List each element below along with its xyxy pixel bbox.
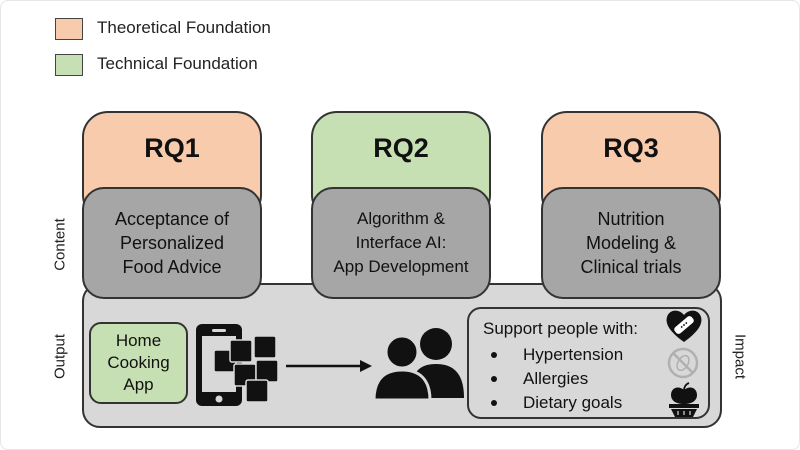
legend-label-theoretical: Theoretical Foundation (97, 18, 271, 37)
arrow-icon (286, 360, 372, 372)
output-side-label: Output (51, 333, 69, 380)
support-item-label: Dietary goals (523, 393, 623, 412)
support-item-label: Hypertension (523, 345, 624, 364)
rq1-content-box: Acceptance of Personalized Food Advice (82, 187, 262, 299)
home-app-line: App (123, 375, 154, 394)
rq2-content-box: Algorithm & Interface AI: App Developmen… (311, 187, 491, 299)
home-cooking-app-box: Home Cooking App (89, 322, 188, 404)
home-app-line: Cooking (107, 353, 170, 372)
rq1-line: Food Advice (122, 257, 222, 277)
list-item: Dietary goals (491, 391, 623, 415)
rq1-line: Acceptance of (114, 209, 230, 229)
legend-label-technical: Technical Foundation (97, 54, 258, 73)
heart-bandage-icon (666, 310, 702, 342)
home-app-line: Home (115, 331, 162, 350)
rq3-line: Nutrition (597, 209, 665, 229)
rq3-title: RQ3 (603, 133, 659, 163)
rq3-line: Modeling & (585, 233, 677, 253)
impact-side-label: Impact (731, 333, 749, 379)
support-list: Hypertension Allergies Dietary goals (491, 343, 623, 415)
bullet-icon (491, 376, 497, 382)
list-item: Allergies (491, 367, 623, 391)
rq2-line: Interface AI: (355, 233, 447, 252)
rq1-title: RQ1 (144, 133, 200, 163)
bullet-icon (491, 352, 497, 358)
legend-swatch-theoretical (55, 18, 83, 40)
rq2-line: Algorithm & (357, 209, 445, 228)
support-item-label: Allergies (523, 369, 589, 388)
legend-swatch-technical (55, 54, 83, 76)
people-icon (372, 328, 464, 400)
phone-app-icon (196, 324, 279, 406)
content-side-label: Content (51, 218, 69, 271)
apple-scale-icon (669, 382, 699, 417)
no-allergen-icon (667, 347, 699, 379)
rq1-line: Personalized (119, 233, 225, 253)
rq3-line: Clinical trials (580, 257, 682, 277)
list-item: Hypertension (491, 343, 623, 367)
bullet-icon (491, 400, 497, 406)
support-title: Support people with: (483, 319, 638, 338)
rq2-title: RQ2 (373, 133, 429, 163)
rq3-content-box: Nutrition Modeling & Clinical trials (541, 187, 721, 299)
rq2-line: App Development (333, 257, 469, 276)
